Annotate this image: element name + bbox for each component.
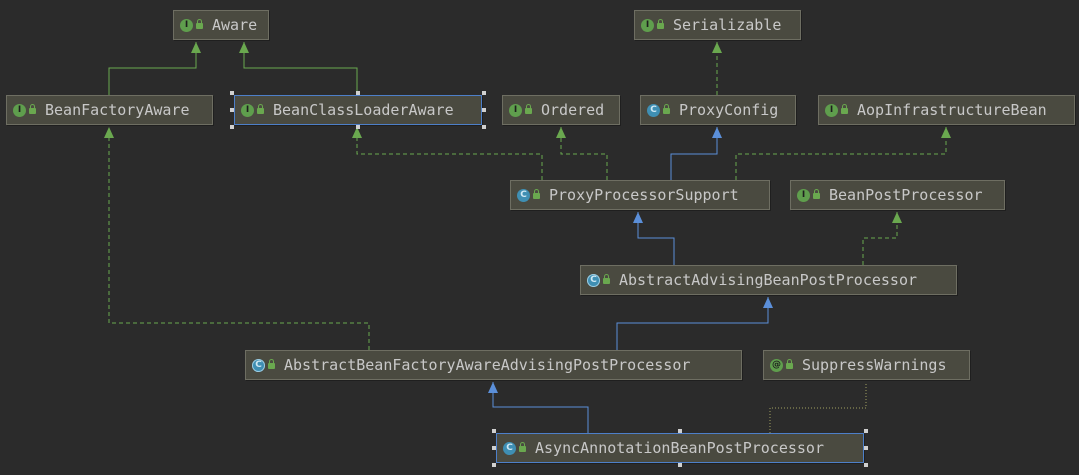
selection-handle[interactable] [356,125,360,129]
edge-proxyprocessorsupport-to-ordered [556,127,608,180]
node-beanpostprocessor[interactable]: I BeanPostProcessor [790,180,1005,210]
edge-proxyconfig-to-serializable [712,42,722,95]
arrowhead [892,212,902,223]
interface-icon: I [641,18,654,32]
node-suppresswarnings[interactable]: @ SuppressWarnings [763,350,970,380]
public-visibility-icon [519,442,526,452]
arrowhead [712,42,722,53]
node-label: Serializable [673,16,782,34]
node-label: AbstractAdvisingBeanPostProcessor [619,271,918,289]
interface-icon: I [241,103,254,117]
selection-handle[interactable] [678,429,682,433]
selection-handle[interactable] [864,429,868,433]
arrowhead [633,212,643,223]
selection-handle[interactable] [492,429,496,433]
public-visibility-icon [813,189,820,199]
edge-asyncannotationbeanpostprocessor-to-suppresswarnings [769,382,867,433]
interface-icon: I [797,188,810,202]
interface-icon: I [825,103,838,117]
node-label: Aware [212,16,258,34]
edge-proxyprocessorsupport-to-aopinfrastructurebean [735,127,951,180]
arrowhead [488,382,498,393]
node-beanfactoryaware[interactable]: I BeanFactoryAware [6,95,213,125]
public-visibility-icon [525,104,532,114]
node-label: AsyncAnnotationBeanPostProcessor [535,439,824,457]
arrowhead [239,42,249,53]
interface-icon: I [13,103,26,117]
edge-abstractadvisingbeanpostprocessor-to-proxyprocessorsupport [633,212,675,265]
node-label: AbstractBeanFactoryAwareAdvisingPostProc… [284,356,691,374]
edge-beanfactoryaware-to-aware [108,42,201,95]
selection-handle[interactable] [864,446,868,450]
arrowhead [352,127,362,138]
edge-abstractbeanfactoryawareadvisingpostprocessor-to-beanfactoryaware [104,127,370,350]
node-label: AopInfrastructureBean [857,101,1047,119]
node-label: BeanFactoryAware [45,101,190,119]
edge-abstractadvisingbeanpostprocessor-to-beanpostprocessor [862,212,902,265]
public-visibility-icon [786,359,793,369]
arrowhead [556,127,566,138]
public-visibility-icon [29,104,36,114]
node-asyncannotationbeanpostprocessor[interactable]: C AsyncAnnotationBeanPostProcessor [496,433,864,463]
node-aware[interactable]: I Aware [173,10,269,40]
edge-proxyprocessorsupport-to-proxyconfig [670,127,722,180]
public-visibility-icon [841,104,848,114]
node-label: BeanClassLoaderAware [273,101,454,119]
public-visibility-icon [257,104,264,114]
arrowhead [104,127,114,138]
class-icon: C [503,441,516,455]
selection-handle[interactable] [678,463,682,467]
node-proxyprocessorsupport[interactable]: C ProxyProcessorSupport [510,180,770,210]
arrowhead [763,297,773,308]
interface-icon: I [509,103,522,117]
selection-handle[interactable] [230,91,234,95]
node-label: ProxyConfig [679,101,779,119]
annotation-icon: @ [770,358,783,372]
public-visibility-icon [603,274,610,284]
arrowhead [191,42,201,53]
edge-abstractbeanfactoryawareadvisingpostprocessor-to-abstractadvisingbeanpostprocessor [616,297,773,350]
edge-beanclassloaderaware-to-aware [239,42,358,95]
selection-handle[interactable] [482,108,486,112]
selection-handle[interactable] [482,91,486,95]
public-visibility-icon [196,19,203,29]
public-visibility-icon [663,104,670,114]
public-visibility-icon [268,359,275,369]
node-beanclassloaderaware[interactable]: I BeanClassLoaderAware [234,95,482,125]
interface-icon: I [180,18,193,32]
abstract-class-icon: C [252,358,265,372]
node-ordered[interactable]: I Ordered [502,95,620,125]
node-label: ProxyProcessorSupport [549,186,739,204]
node-serializable[interactable]: I Serializable [634,10,801,40]
selection-handle[interactable] [864,463,868,467]
node-aopinfrastructurebean[interactable]: I AopInfrastructureBean [818,95,1075,125]
class-icon: C [517,188,530,202]
selection-handle[interactable] [230,108,234,112]
selection-handle[interactable] [492,463,496,467]
node-label: SuppressWarnings [802,356,947,374]
selection-handle[interactable] [230,125,234,129]
selection-handle[interactable] [482,125,486,129]
node-label: BeanPostProcessor [829,186,983,204]
arrowhead [712,127,722,138]
public-visibility-icon [533,189,540,199]
arrowhead [941,127,951,138]
edge-proxyprocessorsupport-to-beanclassloaderaware [352,127,543,180]
selection-handle[interactable] [492,446,496,450]
node-label: Ordered [541,101,605,119]
edge-asyncannotationbeanpostprocessor-to-abstractbeanfactoryawareadvisingpostprocessor [488,382,589,433]
node-abstractbeanfactoryawareadvisingpostprocessor[interactable]: C AbstractBeanFactoryAwareAdvisingPostPro… [245,350,742,380]
node-proxyconfig[interactable]: C ProxyConfig [640,95,796,125]
abstract-class-icon: C [587,273,600,287]
public-visibility-icon [657,19,664,29]
node-abstractadvisingbeanpostprocessor[interactable]: C AbstractAdvisingBeanPostProcessor [580,265,957,295]
class-icon: C [647,103,660,117]
selection-handle[interactable] [356,91,360,95]
